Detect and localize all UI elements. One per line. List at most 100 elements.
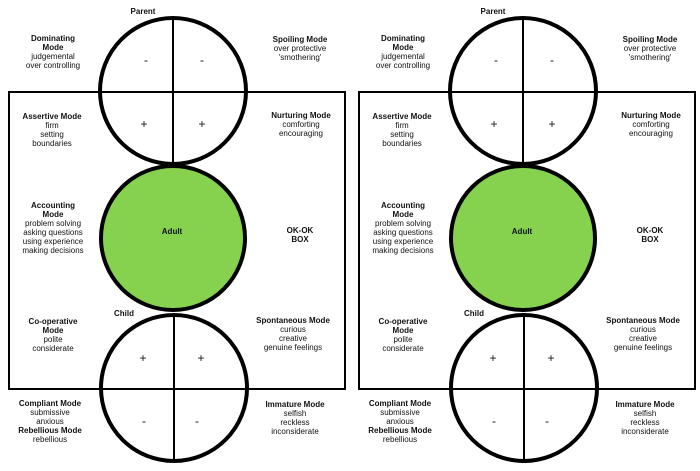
parent-bottom-sign: + <box>140 117 147 131</box>
mode-title: Immature Mode <box>615 400 675 409</box>
child-bottom-sign: - <box>195 414 199 428</box>
mode-title: Nurturing Mode <box>621 111 681 120</box>
mode-trait: making decisions <box>22 246 83 255</box>
mode-trait: reckless <box>630 418 659 427</box>
mode-trait: creative <box>629 334 658 343</box>
mode-trait: anxious <box>386 417 414 426</box>
mode-trait: rebellious <box>383 435 417 444</box>
child-top-sign: + <box>489 351 496 365</box>
adult-circle <box>99 164 247 312</box>
mode-trait: curious <box>630 325 656 334</box>
parent-top-sign: - <box>494 53 498 67</box>
mode-title: BOX <box>291 235 309 244</box>
parent-top-sign: - <box>144 53 148 67</box>
mode-trait: polite <box>43 335 63 344</box>
mode-title: Dominating <box>381 34 425 43</box>
mode-title: BOX <box>641 235 659 244</box>
mode-title: Mode <box>43 326 64 335</box>
mode-trait: firm <box>395 121 409 130</box>
mode-title: Rebellious Mode <box>368 426 432 435</box>
adult-circle <box>449 164 597 312</box>
adult-label: Adult <box>512 227 533 236</box>
mode-trait: setting <box>40 130 64 139</box>
mode-title: Mode <box>393 210 414 219</box>
mode-title: Rebellious Mode <box>18 426 82 435</box>
child-bottom-sign: - <box>545 414 549 428</box>
mode-title: Compliant Mode <box>369 399 432 408</box>
mode-title: Assertive Mode <box>372 112 432 121</box>
mode-title: Mode <box>43 210 64 219</box>
mode-title: Nurturing Mode <box>271 111 331 120</box>
mode-title: Co-operative <box>29 317 78 326</box>
mode-trait: 'smothering' <box>279 53 322 62</box>
mode-trait: curious <box>280 325 306 334</box>
parent-bottom-sign: + <box>490 117 497 131</box>
child-bottom-sign: - <box>492 414 496 428</box>
child-top-sign: + <box>197 351 204 365</box>
mode-trait: comforting <box>282 120 319 129</box>
mode-title: Spontaneous Mode <box>606 316 680 325</box>
mode-title: Mode <box>393 43 414 52</box>
mode-trait: boundaries <box>382 139 422 148</box>
mode-title: OK-OK <box>287 226 314 235</box>
immature-mode-label: Immature Modeselfishrecklessinconsiderat… <box>615 400 675 436</box>
mode-trait: setting <box>390 130 414 139</box>
mode-title: OK-OK <box>637 226 664 235</box>
mode-trait: genuine feelings <box>264 343 322 352</box>
mode-trait: problem solving <box>375 219 431 228</box>
mode-trait: asking questions <box>23 228 83 237</box>
mode-trait: firm <box>45 121 59 130</box>
mode-trait: creative <box>279 334 308 343</box>
panel-2: ParentAdultChild--++++--DominatingModeju… <box>358 7 696 463</box>
immature-mode-label: Immature Modeselfishrecklessinconsiderat… <box>265 400 325 436</box>
mode-trait: making decisions <box>372 246 433 255</box>
mode-trait: over controlling <box>376 61 430 70</box>
mode-trait: using experience <box>373 237 434 246</box>
mode-trait: selfish <box>284 409 307 418</box>
mode-trait: over protective <box>624 44 677 53</box>
mode-trait: inconsiderate <box>621 427 669 436</box>
mode-trait: encouraging <box>279 129 323 138</box>
mode-trait: judgemental <box>380 52 425 61</box>
mode-title: Accounting <box>381 201 425 210</box>
parent-top-sign: - <box>200 53 204 67</box>
parent-bottom-sign: + <box>198 117 205 131</box>
mode-title: Spoiling Mode <box>273 35 328 44</box>
mode-trait: submissive <box>380 408 420 417</box>
mode-trait: encouraging <box>629 129 673 138</box>
compliant-mode-label: Compliant ModesubmissiveanxiousRebelliou… <box>368 399 432 444</box>
child-bottom-sign: - <box>142 414 146 428</box>
mode-trait: asking questions <box>373 228 433 237</box>
mode-trait: 'smothering' <box>629 53 672 62</box>
panel-1: ParentAdultChild--++++--DominatingModeju… <box>8 7 346 463</box>
mode-trait: comforting <box>632 120 669 129</box>
mode-trait: polite <box>393 335 413 344</box>
child-label: Child <box>464 309 484 318</box>
mode-trait: problem solving <box>25 219 81 228</box>
parent-bottom-sign: + <box>548 117 555 131</box>
mode-title: Compliant Mode <box>19 399 82 408</box>
mode-trait: judgemental <box>30 52 75 61</box>
mode-title: Mode <box>393 326 414 335</box>
mode-trait: genuine feelings <box>614 343 672 352</box>
mode-trait: anxious <box>36 417 64 426</box>
child-label: Child <box>114 309 134 318</box>
mode-trait: selfish <box>634 409 657 418</box>
mode-title: Assertive Mode <box>22 112 82 121</box>
mode-trait: submissive <box>30 408 70 417</box>
parent-label: Parent <box>131 7 156 16</box>
mode-trait: boundaries <box>32 139 72 148</box>
